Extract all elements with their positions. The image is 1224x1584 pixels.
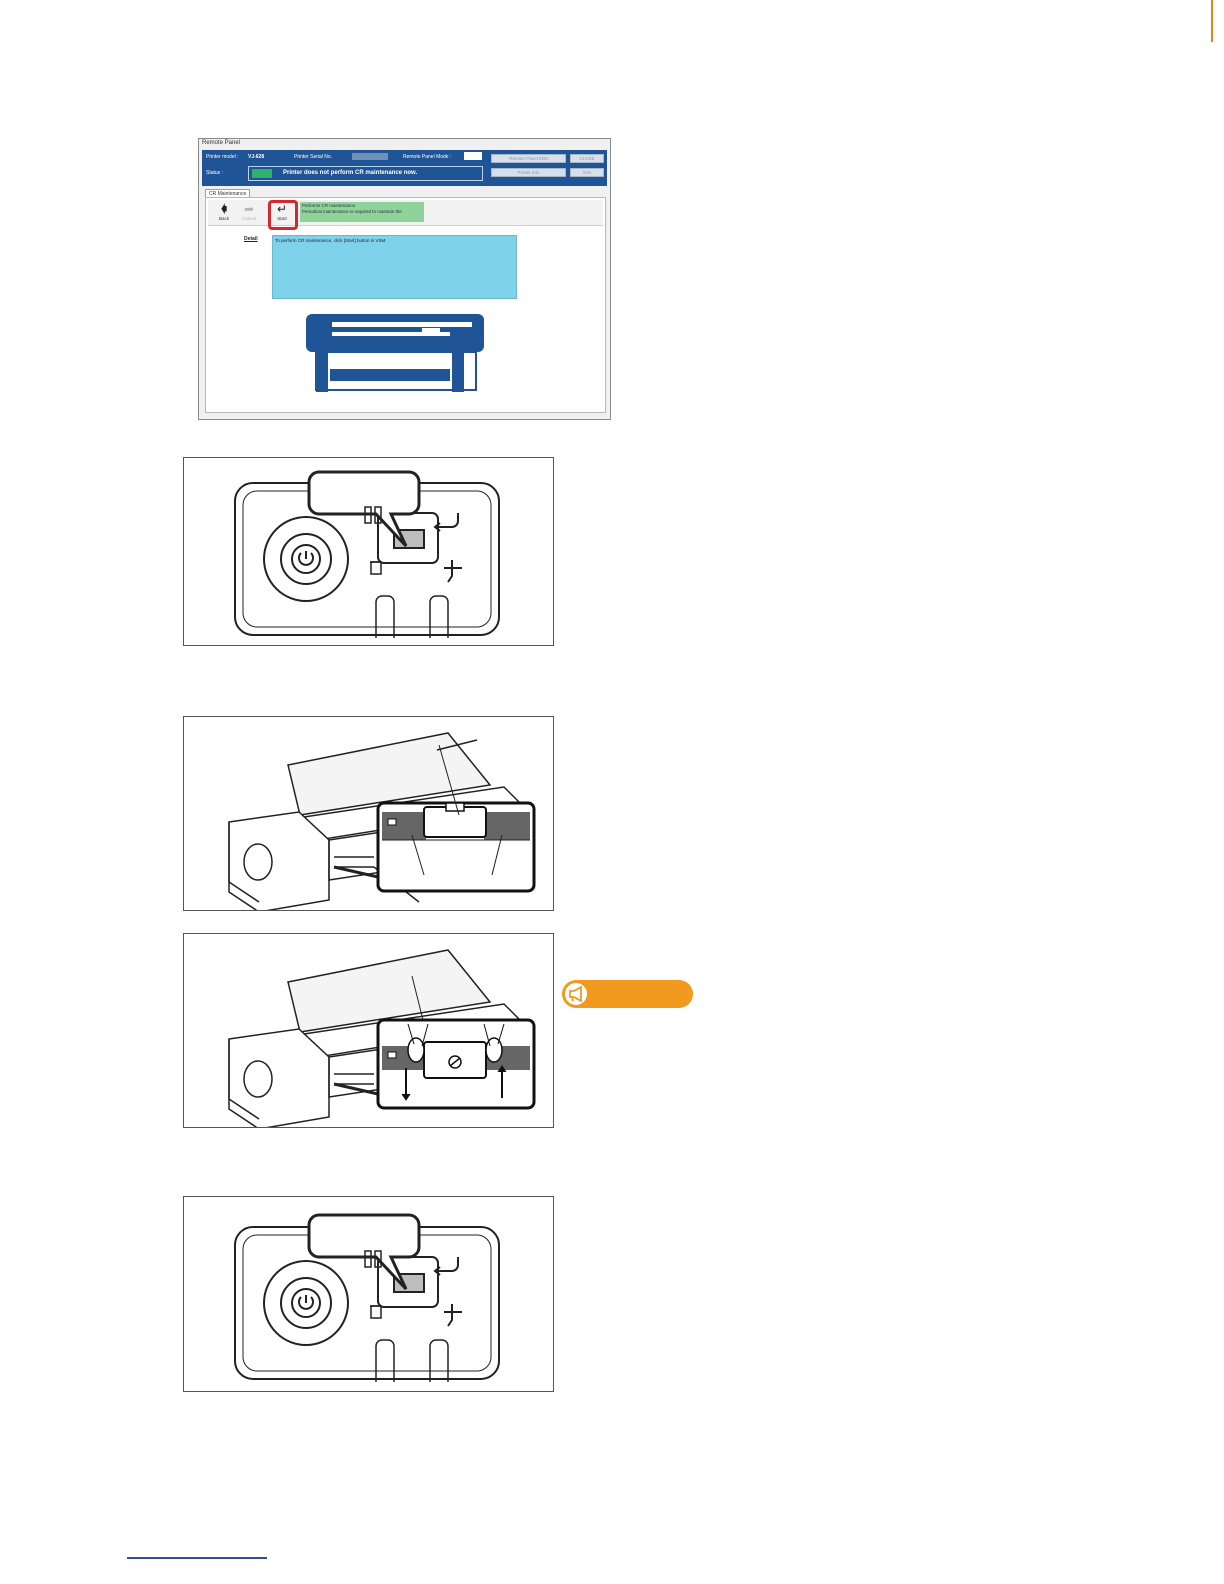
toolbar: 🡀 Back ➦ Cancel ↵ Start Performs CR main…: [208, 200, 603, 230]
operation-panel-figure-2: [183, 1196, 554, 1392]
remote-panel-mode-label: Remote Panel Mode :: [403, 154, 452, 160]
remote-panel-window: Remote Panel Printer model : VJ-628 Prin…: [198, 138, 611, 420]
detail-box: To perform CR maintenance, click [Start]…: [272, 235, 517, 299]
start-button-highlight: [268, 200, 298, 230]
printer-model-value: VJ-628: [248, 154, 265, 160]
printer-model-label: Printer model :: [206, 154, 239, 160]
carriage-drawing: [228, 732, 536, 913]
printer-illustration: [306, 314, 484, 392]
cr-maintenance-panel: 🡀 Back ➦ Cancel ↵ Start Performs CR main…: [205, 197, 606, 413]
exit-button[interactable]: Exit: [570, 168, 604, 177]
cancel-button[interactable]: ➦ Cancel: [239, 202, 259, 224]
arrow-left-icon: 🡀: [220, 202, 228, 216]
printer-serial-field: [352, 153, 388, 160]
cancel-label: Cancel: [241, 216, 256, 221]
window-title: Remote Panel: [202, 140, 241, 146]
status-label: Status :: [206, 170, 223, 176]
start-label: Start: [277, 216, 287, 221]
carriage-removal-drawing: [228, 949, 536, 1130]
printer-info-button[interactable]: Printer Info: [491, 168, 566, 177]
start-button[interactable]: ↵ Start: [272, 202, 292, 224]
status-text: Printer does not perform CR maintenance …: [283, 170, 418, 176]
back-label: Back: [218, 216, 229, 221]
message-box: Performs CR maintenance. Periodical main…: [300, 202, 424, 222]
operation-panel-drawing-2: [234, 1213, 500, 1382]
operation-panel-figure-1: [183, 457, 554, 646]
message-line-1: Performs CR maintenance.: [302, 203, 357, 208]
status-box: Printer does not perform CR maintenance …: [248, 166, 483, 181]
header-accent-line: [1211, 0, 1213, 42]
carriage-figure-2: [183, 933, 554, 1130]
important-badge: [562, 980, 693, 1008]
footer-link-line: [127, 1557, 267, 1559]
carriage-figure-1: [183, 716, 554, 913]
tab-cr-maintenance[interactable]: CR Maintenance: [205, 189, 251, 198]
enter-icon: ↵: [276, 202, 288, 216]
remote-panel-header: Printer model : VJ-628 Printer Serial No…: [202, 150, 607, 186]
remote-panel-edit-button[interactable]: Remote Panel EDIt: [491, 154, 566, 163]
remote-panel-mode-field: [464, 152, 482, 160]
close-button[interactable]: CLOSE: [570, 154, 604, 163]
back-button[interactable]: 🡀 Back: [214, 202, 234, 224]
detail-label: Detail: [244, 236, 258, 242]
cancel-icon: ➦: [243, 202, 255, 216]
megaphone-icon: [563, 981, 589, 1007]
printer-serial-label: Printer Serial No.: [294, 154, 333, 160]
operation-panel-drawing: [234, 470, 500, 638]
message-line-2: Periodical maintenance is required to ma…: [302, 209, 402, 214]
status-indicator: [252, 169, 272, 178]
